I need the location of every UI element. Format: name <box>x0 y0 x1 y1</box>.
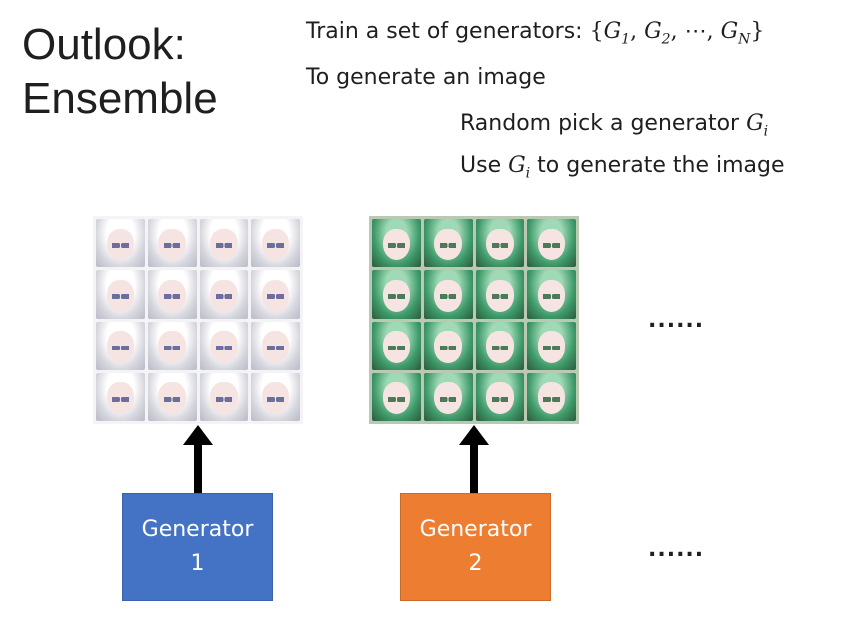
generator-2-label: Generator <box>419 517 532 542</box>
generated-face-image <box>475 321 525 370</box>
bullet-generate: To generate an image <box>306 65 546 90</box>
bullet-use: Use Gi to generate the image <box>460 152 785 187</box>
generator-2-number: 2 <box>468 551 483 576</box>
bullet-random-pick: Random pick a generator Gi <box>460 110 768 145</box>
generated-face-image <box>147 372 197 421</box>
generated-face-image <box>147 270 197 319</box>
generator-1-label: Generator <box>141 517 254 542</box>
generator-1-output-image-grid <box>93 216 303 424</box>
generated-face-image <box>199 219 249 268</box>
generated-face-image <box>96 270 145 319</box>
ellipsis-more-generators: ...... <box>648 537 705 562</box>
bullet-train: Train a set of generators: {G1, G2, ⋯, G… <box>306 18 764 53</box>
generator-2-output-image-grid <box>369 216 579 424</box>
generated-face-image <box>527 321 576 370</box>
generated-face-image <box>423 321 473 370</box>
generated-face-image <box>423 372 473 421</box>
generated-face-image <box>372 372 421 421</box>
generator-gi-formula: Gi <box>508 153 531 182</box>
generated-face-image <box>423 270 473 319</box>
generator-1-box: Generator 1 <box>122 493 273 601</box>
generated-face-image <box>199 270 249 319</box>
generated-face-image <box>251 219 300 268</box>
generated-face-image <box>527 270 576 319</box>
generated-face-image <box>372 321 421 370</box>
bullet-train-text: Train a set of generators: <box>306 19 590 44</box>
generated-face-image <box>96 219 145 268</box>
bullet-use-prefix: Use <box>460 153 509 178</box>
generated-face-image <box>199 372 249 421</box>
title-line-2: Ensemble <box>22 74 218 123</box>
generated-face-image <box>372 270 421 319</box>
generated-face-image <box>372 219 421 268</box>
generator-1-number: 1 <box>190 551 205 576</box>
generated-face-image <box>96 321 145 370</box>
up-arrow-icon <box>459 425 489 493</box>
generator-2-box: Generator 2 <box>400 493 551 601</box>
generator-set-formula: {G1, G2, ⋯, GN} <box>589 19 765 48</box>
generated-face-image <box>147 321 197 370</box>
slide-title: Outlook: Ensemble <box>22 18 218 126</box>
generated-face-image <box>96 372 145 421</box>
generated-face-image <box>251 270 300 319</box>
generated-face-image <box>475 270 525 319</box>
generated-face-image <box>527 219 576 268</box>
generated-face-image <box>251 321 300 370</box>
generated-face-image <box>475 372 525 421</box>
generated-face-image <box>199 321 249 370</box>
up-arrow-icon <box>183 425 213 493</box>
ellipsis-more-images: ...... <box>648 308 705 333</box>
generated-face-image <box>251 372 300 421</box>
generator-gi-formula: Gi <box>746 111 769 140</box>
bullet-random-pick-text: Random pick a generator <box>460 111 747 136</box>
generated-face-image <box>527 372 576 421</box>
bullet-use-suffix: to generate the image <box>530 153 785 178</box>
generated-face-image <box>475 219 525 268</box>
generated-face-image <box>423 219 473 268</box>
title-line-1: Outlook: <box>22 20 186 69</box>
generated-face-image <box>147 219 197 268</box>
